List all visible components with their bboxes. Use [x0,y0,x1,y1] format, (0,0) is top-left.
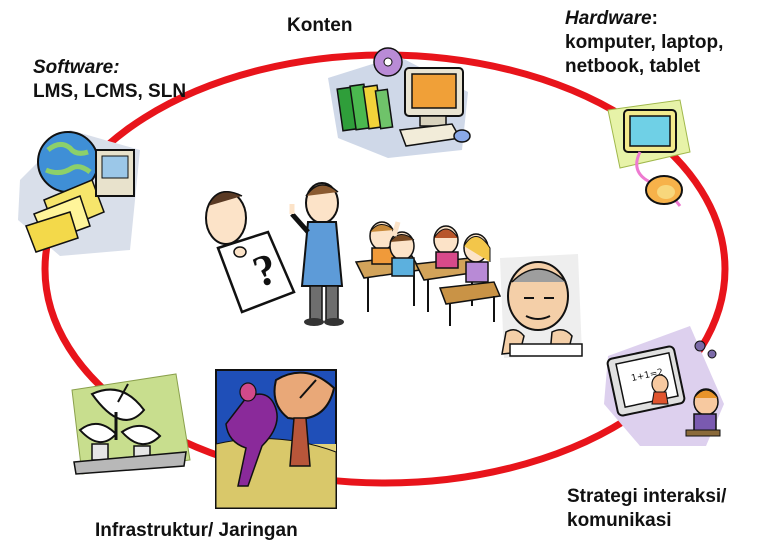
label-konten-text: Konten [287,15,353,36]
books-monitor-cd-clipart [328,47,471,158]
thinking-man-clipart [500,254,583,358]
teacher-screen-student-clipart: 1+1=2 [604,326,724,446]
satellite-dishes-clipart [71,373,191,475]
label-hardware-line1: komputer, laptop, [565,32,724,53]
label-hardware-line2: netbook, tablet [565,56,701,77]
label-hardware-title-text: Hardware [565,8,652,29]
label-hardware: Hardware: komputer, laptop, netbook, tab… [565,7,723,79]
label-software-title-text: Software [33,57,114,78]
label-hardware-colon: : [651,8,658,29]
label-software-colon: : [113,57,120,78]
label-strategi-line1: Strategi interaksi/ [567,486,727,507]
satellite-dish-figure-clipart [215,369,337,509]
label-software: Software: LMS, LCMS, SLN [33,56,186,104]
label-hardware-title: Hardware: [565,7,723,31]
label-strategi: Strategi interaksi/ komunikasi [567,485,726,533]
label-software-title: Software: [33,56,186,80]
globe-documents-computer-clipart [18,130,140,256]
label-strategi-line2: komunikasi [567,510,672,531]
person-question-sign-clipart: ? [205,191,296,314]
computer-mouse-clipart [607,99,691,207]
label-konten: Konten [287,14,352,38]
classroom-teacher-students-clipart [289,182,502,326]
label-infrastruktur-text: Infrastruktur/ Jaringan [95,520,298,541]
label-software-items: LMS, LCMS, SLN [33,81,187,102]
label-infrastruktur: Infrastruktur/ Jaringan [95,519,298,543]
